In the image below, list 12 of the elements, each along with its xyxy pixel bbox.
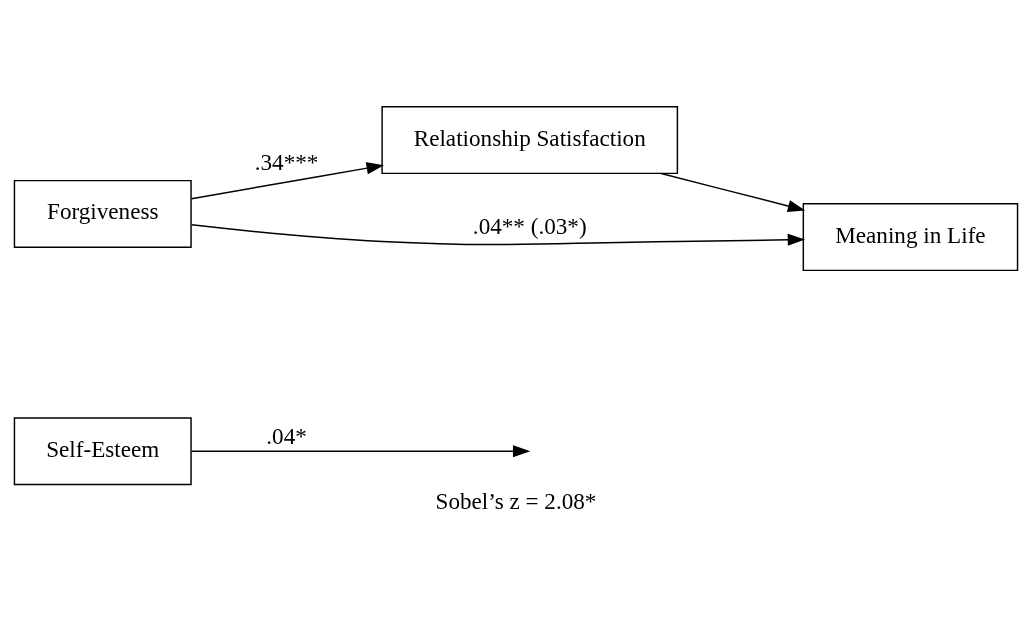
edge-label: .34*** [254,148,319,175]
node-box: Forgiveness [13,179,192,248]
node-box: Relationship Satisfaction [381,105,679,174]
caption: Sobel’s z = 2.08* [435,487,597,514]
arrow [190,444,531,457]
arrow [660,172,806,212]
edge-label: .04** (.03*) [472,212,587,239]
edge-label: .04* [266,422,307,449]
arrow [190,161,384,199]
node-box: Self-Esteem [13,416,192,485]
arrow [190,223,806,246]
node-box: Meaning in Life [802,202,1019,271]
